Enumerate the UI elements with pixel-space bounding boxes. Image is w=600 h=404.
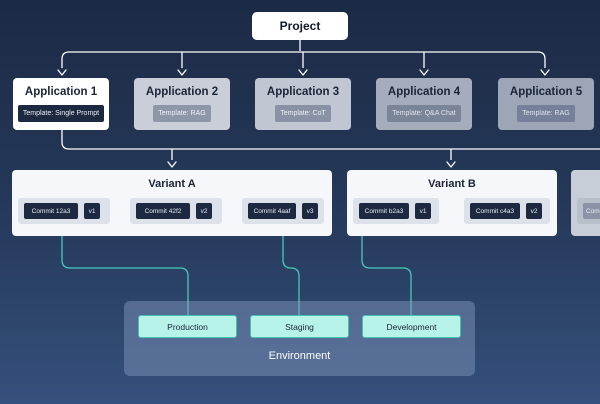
version-badge: v1 [415, 203, 431, 219]
commit-label: Commit 12a3 [24, 203, 78, 219]
application-4-title: Application 4 [387, 86, 461, 98]
variant-a-title: Variant A [148, 178, 196, 190]
commit-group-b1[interactable]: Commit b2a3 v1 [353, 198, 439, 224]
arrowhead-app3 [298, 69, 308, 76]
application-5-card[interactable]: Application 5 Template: RAG [498, 78, 594, 130]
application-5-title: Application 5 [509, 86, 583, 98]
environment-development[interactable]: Development [362, 315, 461, 338]
application-3-title: Application 3 [266, 86, 340, 98]
application-2-title: Application 2 [145, 86, 219, 98]
version-badge: v2 [526, 203, 542, 219]
variant-a-card[interactable]: Variant A Commit 12a3 v1 Commit 42f2 v2 … [12, 170, 332, 236]
variant-b-card[interactable]: Variant B Commit b2a3 v1 Commit c4a3 v2 [347, 170, 557, 236]
production-link-line [61, 228, 189, 316]
project-label: Project [279, 19, 321, 33]
development-link-line [361, 228, 412, 316]
application-2-card[interactable]: Application 2 Template: RAG [134, 78, 230, 130]
arrowhead-app1 [57, 69, 67, 76]
environment-panel [124, 301, 475, 376]
environment-production[interactable]: Production [138, 315, 237, 338]
application-3-template-badge: Template: CoT [275, 105, 331, 122]
commit-group-a3[interactable]: Commit 4aaf v3 [242, 198, 324, 224]
application-1-title: Application 1 [24, 86, 98, 98]
app1-variant-line [61, 130, 600, 150]
project-node[interactable]: Project [252, 12, 348, 40]
variant-c-card-partial[interactable]: Comm [571, 170, 600, 236]
arrowhead-app2 [177, 69, 187, 76]
commit-label: Commit 4aaf [248, 203, 296, 219]
application-1-template-badge: Template: Single Prompt [17, 105, 105, 122]
application-3-card[interactable]: Application 3 Template: CoT [255, 78, 351, 130]
application-4-template-badge: Template: Q&A Chat [387, 105, 461, 122]
version-badge: v2 [196, 203, 212, 219]
arrowhead-app4 [419, 69, 429, 76]
arrowhead-variant-a [167, 161, 177, 168]
arrowhead-app5 [540, 69, 550, 76]
arrowhead-variant-b [446, 161, 456, 168]
commit-group-b2[interactable]: Commit c4a3 v2 [464, 198, 550, 224]
commit-label: Commit c4a3 [470, 203, 520, 219]
variant-b-title: Variant B [428, 178, 476, 190]
commit-label: Comm [583, 203, 600, 219]
commit-group-c1: Comm [577, 198, 600, 224]
version-badge: v1 [84, 203, 100, 219]
commit-label: Commit b2a3 [359, 203, 409, 219]
environment-title: Environment [268, 350, 331, 362]
version-badge: v3 [302, 203, 318, 219]
commit-group-a1[interactable]: Commit 12a3 v1 [18, 198, 110, 224]
application-4-card[interactable]: Application 4 Template: Q&A Chat [376, 78, 472, 130]
application-2-template-badge: Template: RAG [153, 105, 211, 122]
application-5-template-badge: Template: RAG [517, 105, 575, 122]
environment-staging[interactable]: Staging [250, 315, 349, 338]
application-1-card[interactable]: Application 1 Template: Single Prompt [13, 78, 109, 130]
staging-link-line [282, 228, 300, 316]
commit-label: Commit 42f2 [136, 203, 190, 219]
commit-group-a2[interactable]: Commit 42f2 v2 [130, 198, 222, 224]
